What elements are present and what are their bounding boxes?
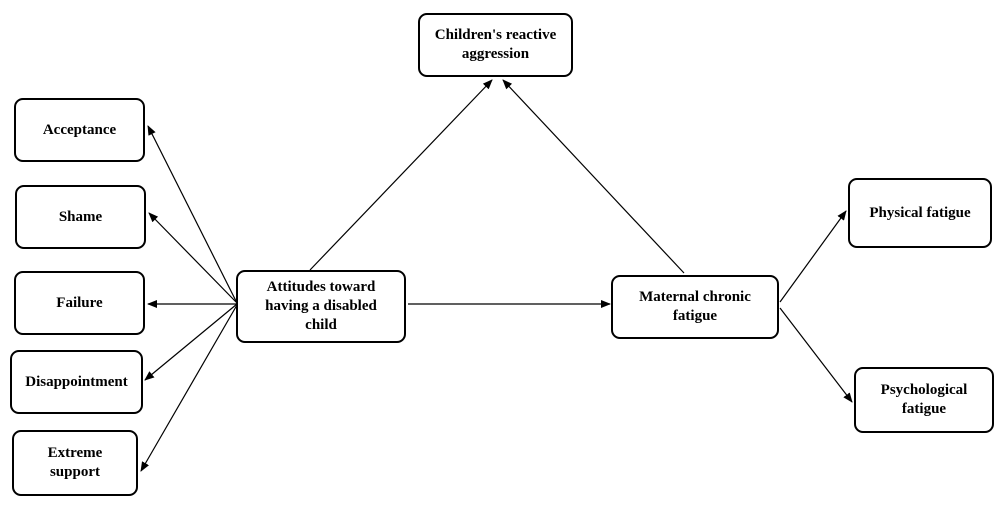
node-label: Attitudes toward having a disabled child xyxy=(265,279,377,333)
node-acceptance: Acceptance xyxy=(14,98,145,162)
node-label: Physical fatigue xyxy=(869,204,971,221)
node-label: Children's reactive aggression xyxy=(434,27,557,62)
arrow-attitudes-to-disappointment xyxy=(144,303,238,381)
node-label: Maternal chronic fatigue xyxy=(639,289,751,324)
node-childrens-reactive-aggression: Children's reactive aggression xyxy=(418,13,573,77)
node-psychological-fatigue: Psychological fatigue xyxy=(854,367,994,433)
node-label: Shame xyxy=(58,208,103,225)
node-failure: Failure xyxy=(14,271,145,335)
arrow-maternal-fatigue-to-psychological-fatigue xyxy=(779,307,853,403)
arrow-attitudes-to-extreme-support xyxy=(140,304,238,472)
node-label: Disappointment xyxy=(25,373,128,390)
arrow-attitudes-to-aggression xyxy=(309,79,493,271)
node-maternal-chronic-fatigue: Maternal chronic fatigue xyxy=(611,275,779,339)
arrow-maternal-fatigue-to-aggression xyxy=(502,79,685,274)
node-label: Extreme support xyxy=(47,445,103,480)
arrow-attitudes-to-acceptance xyxy=(147,125,238,304)
node-label: Acceptance xyxy=(42,121,117,138)
arrow-maternal-fatigue-to-physical-fatigue xyxy=(779,210,847,303)
node-physical-fatigue: Physical fatigue xyxy=(848,178,992,248)
node-label: Psychological fatigue xyxy=(880,382,968,417)
node-shame: Shame xyxy=(15,185,146,249)
node-disappointment: Disappointment xyxy=(10,350,143,414)
node-attitudes-toward-disabled-child: Attitudes toward having a disabled child xyxy=(236,270,406,343)
node-label: Failure xyxy=(56,294,103,311)
arrow-attitudes-to-shame xyxy=(148,212,238,304)
node-extreme-support: Extreme support xyxy=(12,430,138,496)
